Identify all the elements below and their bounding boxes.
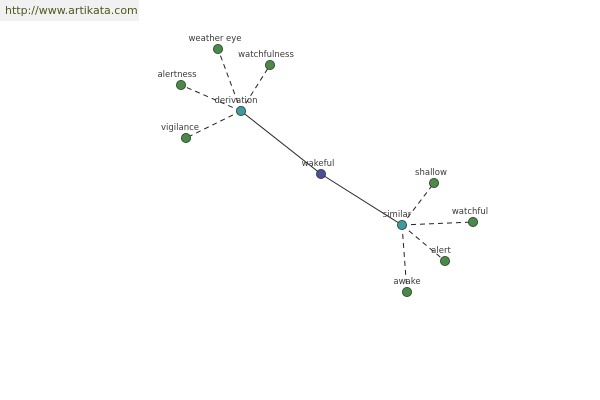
label-alertness[interactable]: alertness	[157, 70, 197, 80]
edge-wakeful-similar	[320, 173, 403, 226]
node-wakeful[interactable]	[315, 168, 326, 179]
edge-derivation-watchfulness	[240, 64, 271, 112]
label-alert[interactable]: alert	[431, 246, 451, 256]
node-shallow[interactable]	[428, 177, 439, 188]
edge-similar-watchful	[401, 221, 474, 226]
label-vigilance[interactable]: vigilance	[161, 123, 199, 133]
label-awake[interactable]: awake	[393, 277, 420, 287]
node-similar[interactable]	[396, 219, 407, 230]
label-watchfulness[interactable]: watchfulness	[238, 50, 294, 60]
node-vigilance[interactable]	[180, 132, 191, 143]
node-derivation[interactable]	[235, 106, 246, 117]
node-alertness[interactable]	[175, 80, 186, 91]
label-similar[interactable]: similar	[383, 210, 412, 220]
edge-similar-awake	[401, 224, 408, 293]
label-weather-eye[interactable]: weather eye	[188, 34, 241, 44]
label-derivation[interactable]: derivation	[214, 96, 257, 106]
node-awake[interactable]	[401, 286, 412, 297]
source-url[interactable]: http://www.artikata.com	[0, 0, 139, 21]
edge-wakeful-derivation	[240, 110, 322, 175]
node-alert[interactable]	[439, 255, 450, 266]
label-shallow[interactable]: shallow	[415, 168, 447, 178]
label-watchful[interactable]: watchful	[452, 207, 488, 217]
label-wakeful[interactable]: wakeful	[302, 159, 335, 169]
edge-derivation-alertness	[180, 84, 242, 112]
node-weather-eye[interactable]	[212, 44, 223, 55]
edge-similar-alert	[401, 224, 446, 262]
edge-derivation-vigilance	[185, 110, 242, 139]
node-watchfulness[interactable]	[264, 60, 275, 71]
node-watchful[interactable]	[467, 216, 478, 227]
edge-derivation-weather-eye	[217, 48, 242, 112]
